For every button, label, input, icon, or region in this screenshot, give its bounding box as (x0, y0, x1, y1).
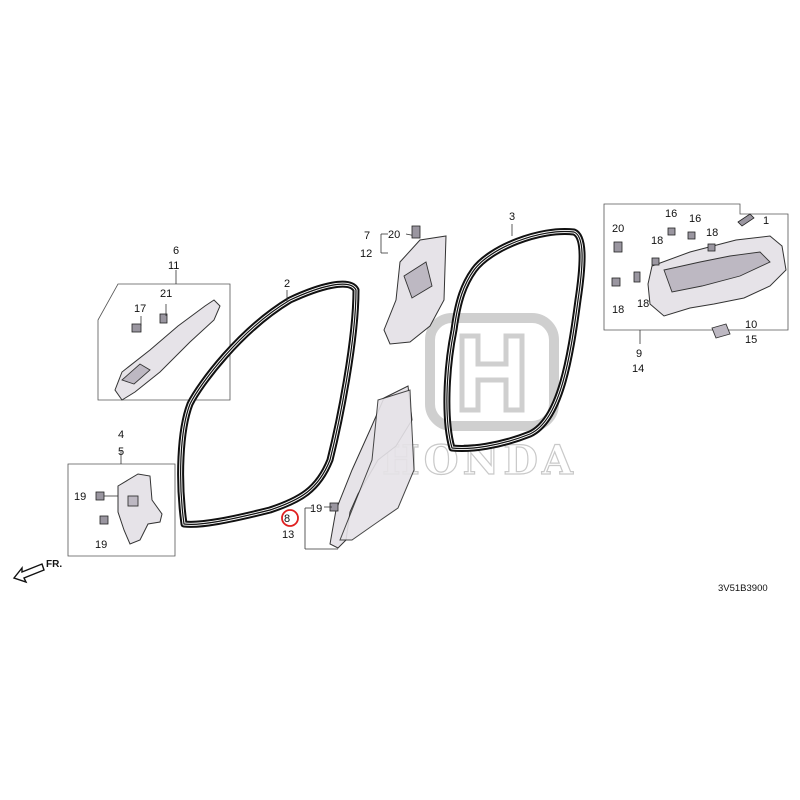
part-group-4-5 (67, 450, 176, 557)
part-group-7-12 (380, 225, 447, 345)
label-13: 13 (282, 529, 294, 541)
kick-panel (117, 473, 163, 545)
label-3: 3 (509, 211, 515, 223)
label-16a: 16 (665, 208, 677, 220)
label-6: 6 (173, 245, 179, 257)
group-box-9-14 (603, 203, 789, 331)
label-20a: 20 (388, 229, 400, 241)
clip-18c (651, 257, 660, 266)
label-11: 11 (168, 260, 179, 272)
label-18d: 18 (612, 304, 624, 316)
front-direction-arrow: FR. (12, 559, 62, 584)
clip-18a (611, 277, 621, 287)
label-2: 2 (284, 278, 290, 290)
label-19c: 19 (310, 503, 322, 515)
part-group-6-11 (97, 270, 231, 401)
front-door-weatherstrip (177, 280, 360, 528)
label-15: 15 (745, 334, 757, 346)
honda-watermark: HONDA (381, 313, 574, 485)
clip-18d (707, 243, 716, 252)
label-17: 17 (134, 303, 146, 315)
arrow-icon (12, 563, 45, 584)
part-group-9-14 (603, 203, 789, 344)
label-19b: 19 (95, 539, 107, 551)
label-9: 9 (636, 348, 642, 360)
clip-19a (95, 491, 105, 501)
label-18b: 18 (706, 227, 718, 239)
label-18c: 18 (637, 298, 649, 310)
clip-20a (411, 225, 421, 239)
label-1: 1 (763, 215, 769, 227)
label-18a: 18 (651, 235, 663, 247)
clip-16a (667, 227, 676, 236)
label-7: 7 (364, 230, 370, 242)
label-21: 21 (160, 288, 172, 300)
clip-16b (687, 231, 696, 240)
callout-labels: 1 2 3 4 5 6 7 8 9 10 11 12 13 14 15 16 1… (74, 208, 769, 551)
hook-10-15 (711, 323, 731, 339)
highlight-circle (281, 509, 299, 527)
rear-door-weatherstrip (443, 224, 586, 452)
part-group-8-13 (304, 385, 415, 550)
clip-20b (613, 241, 623, 253)
group-box-4-5 (67, 463, 176, 557)
direction-label: FR. (46, 559, 62, 570)
label-19a: 19 (74, 491, 86, 503)
label-14: 14 (632, 363, 644, 375)
label-10: 10 (745, 319, 757, 331)
label-20b: 20 (612, 223, 624, 235)
label-8: 8 (284, 513, 290, 525)
clip-21 (159, 313, 168, 324)
clip-18b (633, 271, 641, 283)
clip-1 (737, 213, 755, 227)
label-12: 12 (360, 248, 372, 260)
label-4: 4 (118, 429, 124, 441)
label-5: 5 (118, 446, 124, 458)
clip-17 (131, 323, 142, 333)
label-16b: 16 (689, 213, 701, 225)
group-box-6-11 (97, 283, 231, 401)
diagram-code: 3V51B3900 (718, 583, 768, 594)
clip-19b (99, 515, 109, 525)
